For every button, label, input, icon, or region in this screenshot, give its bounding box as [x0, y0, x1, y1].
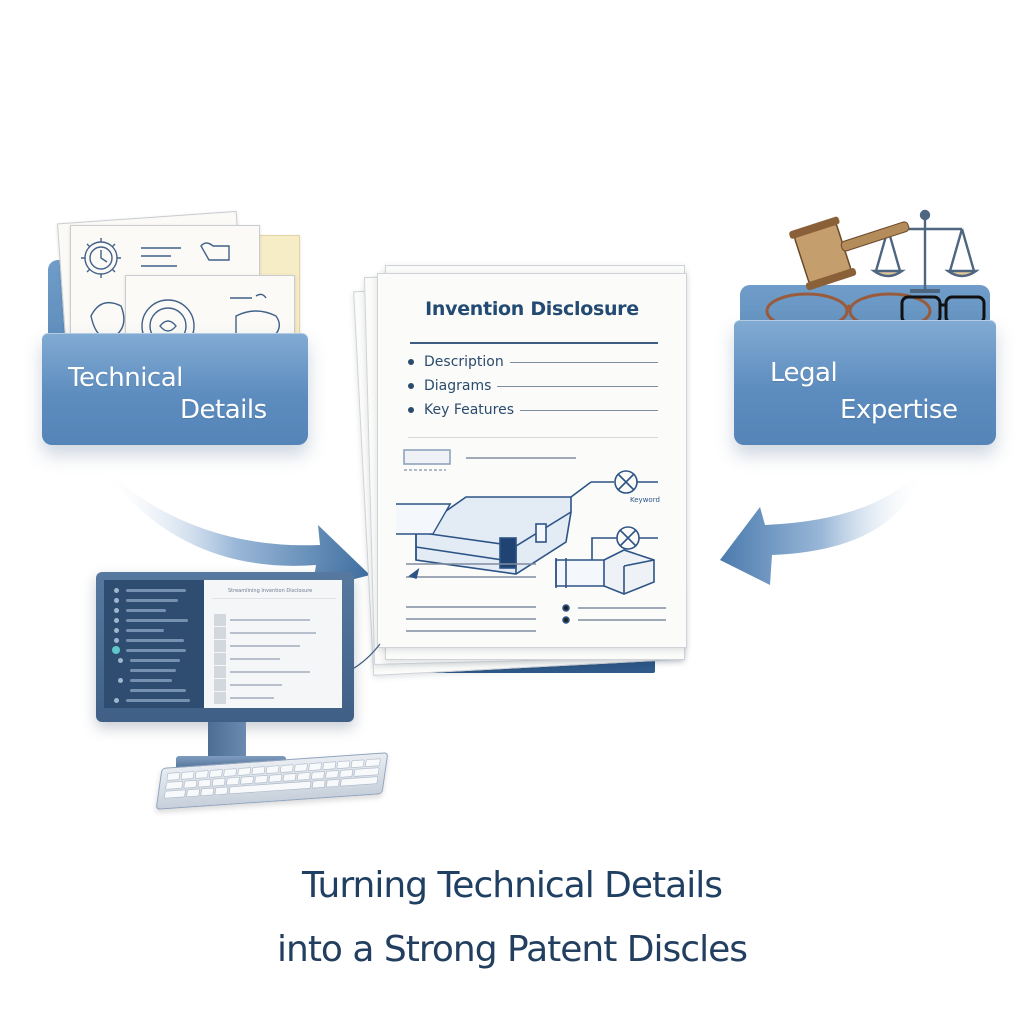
- list-thumb: [214, 627, 226, 639]
- fill-line: [497, 385, 658, 387]
- sidebar-item: [126, 629, 164, 632]
- gavel-icon: [789, 216, 910, 291]
- sidebar-item: [126, 589, 186, 592]
- sidebar-dot: [114, 588, 119, 593]
- screen-content: [204, 580, 342, 708]
- headline-line1: Turning Technical Details: [302, 865, 723, 906]
- list-text: [230, 658, 280, 660]
- document-title: Invention Disclosure: [425, 298, 639, 320]
- sidebar-dot-active: [112, 646, 120, 654]
- list-thumb: [214, 692, 226, 704]
- sidebar-item: [126, 609, 166, 612]
- monitor-neck: [208, 722, 246, 758]
- bullet-diagrams: Diagrams: [408, 378, 658, 394]
- headline-line2: into a Strong Patent Discles: [277, 929, 748, 970]
- list-text: [230, 632, 316, 634]
- list-thumb: [214, 640, 226, 652]
- list-thumb: [214, 666, 226, 678]
- sidebar-dot: [114, 598, 119, 603]
- list-text: [230, 697, 274, 699]
- sidebar-item: [126, 699, 190, 702]
- invention-disclosure-stack: Invention Disclosure Description Diagram…: [353, 255, 700, 680]
- bullet-description: Description: [408, 354, 658, 370]
- sidebar-item: [126, 599, 178, 602]
- fill-line: [509, 361, 658, 363]
- list-text: [230, 684, 282, 686]
- bullet-dot: [408, 383, 414, 389]
- sidebar-dot: [118, 658, 123, 663]
- sidebar-dot: [114, 628, 119, 633]
- bullet-label: Diagrams: [424, 378, 492, 394]
- sidebar-item: [126, 639, 184, 642]
- list-text: [230, 671, 310, 673]
- list-text: [230, 645, 300, 647]
- title-underline: [410, 342, 658, 344]
- list-thumb: [214, 614, 226, 626]
- keyboard: [155, 752, 389, 810]
- folder-label-line2: Details: [180, 395, 267, 425]
- sidebar-item: [130, 689, 186, 692]
- sidebar-dot: [118, 678, 123, 683]
- bullet-label: Key Features: [424, 402, 515, 418]
- bullet-dot: [408, 359, 414, 365]
- fill-line: [520, 409, 658, 411]
- section-divider: [408, 437, 658, 438]
- legal-expertise-folder: Legal Expertise: [730, 205, 1000, 455]
- left-curved-arrow-icon: [100, 465, 370, 590]
- sidebar-item: [126, 649, 186, 652]
- sidebar-dot: [114, 608, 119, 613]
- list-text: [230, 619, 310, 621]
- sidebar-item: [130, 679, 172, 682]
- bullet-key-features: Key Features: [408, 402, 658, 418]
- invention-disclosure-page: Invention Disclosure Description Diagram…: [377, 273, 687, 648]
- device-schematic-icon: [396, 449, 666, 632]
- folder-front: [734, 320, 996, 445]
- keyboard-keys: [164, 758, 381, 799]
- folder-label-line1: Technical: [68, 363, 183, 393]
- desktop-computer: Streamlining Invention Disclosure: [90, 570, 390, 810]
- folder-label-line1: Legal: [770, 358, 838, 388]
- bullet-label: Description: [424, 354, 504, 370]
- sidebar-item: [130, 659, 180, 662]
- sidebar-dot: [114, 618, 119, 623]
- screen-heading: Streamlining Invention Disclosure: [228, 588, 313, 594]
- list-thumb: [214, 653, 226, 665]
- sidebar-dot: [114, 638, 119, 643]
- bullet-dot: [408, 407, 414, 413]
- sidebar-dot: [114, 698, 119, 703]
- list-thumb: [214, 679, 226, 691]
- technical-details-folder: Technical Details: [40, 205, 310, 450]
- heading-divider: [212, 598, 336, 599]
- sidebar-item: [126, 619, 188, 622]
- folder-front: [42, 333, 308, 445]
- right-curved-arrow-icon: [720, 465, 925, 585]
- diagram-callout-label: Keyword: [630, 496, 660, 504]
- sidebar-item: [130, 669, 176, 672]
- folder-label-line2: Expertise: [840, 395, 958, 425]
